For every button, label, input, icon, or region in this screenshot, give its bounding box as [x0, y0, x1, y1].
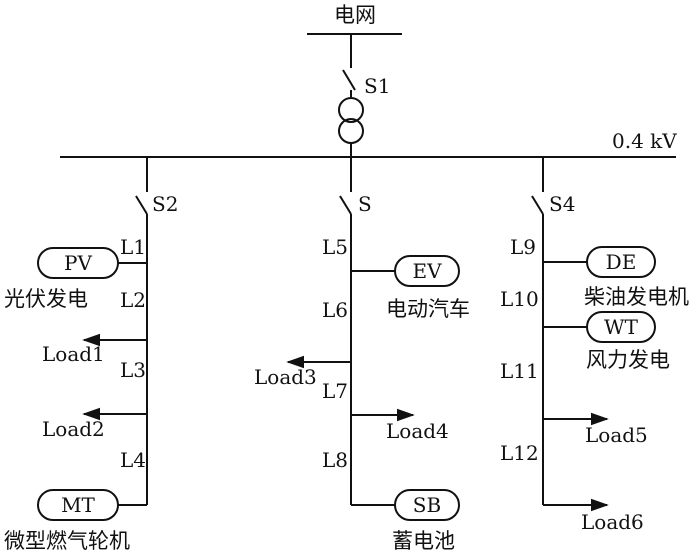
busbar-voltage: 0.4 kV: [612, 129, 677, 153]
segment-l10: L10: [500, 287, 539, 311]
segment-l12: L12: [500, 441, 539, 465]
grid-label: 电网: [334, 3, 376, 27]
de-name: 柴油发电机: [584, 285, 689, 309]
pv-tag: PV: [64, 251, 92, 275]
pv-node: [37, 247, 119, 279]
load5-label: Load5: [585, 423, 648, 447]
load3-label: Load3: [254, 365, 317, 389]
de-tag: DE: [606, 250, 637, 274]
sb-tag: SB: [413, 493, 441, 517]
wt-name: 风力发电: [586, 348, 670, 372]
switch-s1-label: S1: [364, 74, 390, 98]
switch-s4-label: S4: [549, 192, 575, 216]
segment-l6: L6: [322, 298, 348, 322]
switch-s-label: S: [358, 192, 372, 216]
mt-tag: MT: [61, 493, 95, 517]
segment-l1: L1: [120, 235, 146, 259]
ev-tag: EV: [412, 259, 442, 283]
segment-l8: L8: [322, 448, 348, 472]
segment-l2: L2: [120, 288, 146, 312]
transformer-primary: [338, 97, 364, 123]
mt-name: 微型燃气轮机: [4, 529, 130, 553]
switch-s1: [342, 69, 356, 91]
wt-node: [586, 311, 656, 343]
switch-s2-label: S2: [152, 192, 178, 216]
de-node: [586, 246, 656, 278]
switch-s4: [531, 195, 544, 215]
sb-node: [394, 489, 460, 521]
segment-l9: L9: [510, 235, 536, 259]
pv-name: 光伏发电: [4, 287, 88, 311]
load2-label: Load2: [42, 417, 105, 441]
load1-label: Load1: [42, 342, 105, 366]
segment-l11: L11: [500, 359, 539, 383]
mt-node: [37, 489, 119, 521]
segment-l5: L5: [322, 235, 348, 259]
segment-l7: L7: [322, 379, 348, 403]
switch-s2: [135, 195, 148, 215]
wt-tag: WT: [604, 315, 639, 339]
segment-l3: L3: [120, 358, 146, 382]
load6-label: Load6: [581, 510, 644, 534]
ev-name: 电动汽车: [386, 297, 470, 321]
ev-node: [394, 255, 460, 287]
load4-label: Load4: [386, 419, 449, 443]
sb-name: 蓄电池: [392, 529, 455, 553]
segment-l4: L4: [120, 448, 146, 472]
switch-s: [339, 195, 352, 215]
